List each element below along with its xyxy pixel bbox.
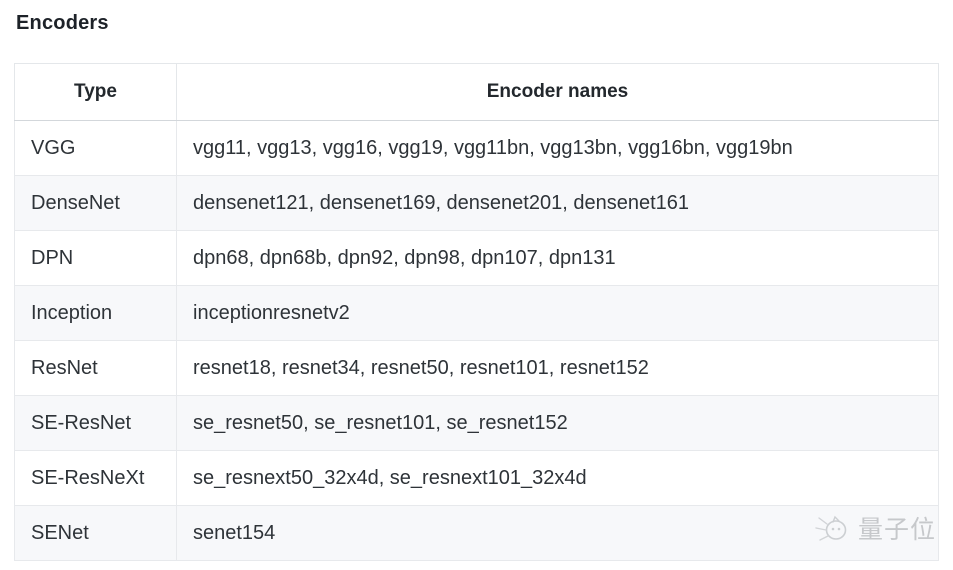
names-cell: senet154 <box>176 505 939 561</box>
watermark-text: 量子位 <box>857 516 936 544</box>
qbitai-logo-icon <box>813 510 853 546</box>
type-cell: ResNet <box>14 340 177 396</box>
table-row: SENet senet154 <box>14 505 939 561</box>
table-row: DPN dpn68, dpn68b, dpn92, dpn98, dpn107,… <box>14 230 939 286</box>
names-cell: vgg11, vgg13, vgg16, vgg19, vgg11bn, vgg… <box>176 120 939 176</box>
table-row: VGG vgg11, vgg13, vgg16, vgg19, vgg11bn,… <box>14 120 939 176</box>
type-cell: DenseNet <box>14 175 177 231</box>
type-cell: Inception <box>14 285 177 341</box>
type-cell: SE-ResNet <box>14 395 177 451</box>
table-row: Inception inceptionresnetv2 <box>14 285 939 341</box>
column-header-type: Type <box>14 63 177 121</box>
names-cell: dpn68, dpn68b, dpn92, dpn98, dpn107, dpn… <box>176 230 939 286</box>
column-header-encoder-names: Encoder names <box>176 63 939 121</box>
names-cell: se_resnet50, se_resnet101, se_resnet152 <box>176 395 939 451</box>
names-cell: se_resnext50_32x4d, se_resnext101_32x4d <box>176 450 939 506</box>
names-cell: inceptionresnetv2 <box>176 285 939 341</box>
names-cell: densenet121, densenet169, densenet201, d… <box>176 175 939 231</box>
type-cell: VGG <box>14 120 177 176</box>
table-row: SE-ResNet se_resnet50, se_resnet101, se_… <box>14 395 939 451</box>
type-cell: SENet <box>14 505 177 561</box>
names-cell: resnet18, resnet34, resnet50, resnet101,… <box>176 340 939 396</box>
encoders-table: Type Encoder names VGG vgg11, vgg13, vgg… <box>14 63 939 561</box>
table-header-row: Type Encoder names <box>14 63 939 121</box>
table-row: DenseNet densenet121, densenet169, dense… <box>14 175 939 231</box>
table-row: SE-ResNeXt se_resnext50_32x4d, se_resnex… <box>14 450 939 506</box>
page-title: Encoders <box>16 12 109 34</box>
type-cell: SE-ResNeXt <box>14 450 177 506</box>
type-cell: DPN <box>14 230 177 286</box>
watermark: 量子位 <box>813 510 936 546</box>
table-row: ResNet resnet18, resnet34, resnet50, res… <box>14 340 939 396</box>
